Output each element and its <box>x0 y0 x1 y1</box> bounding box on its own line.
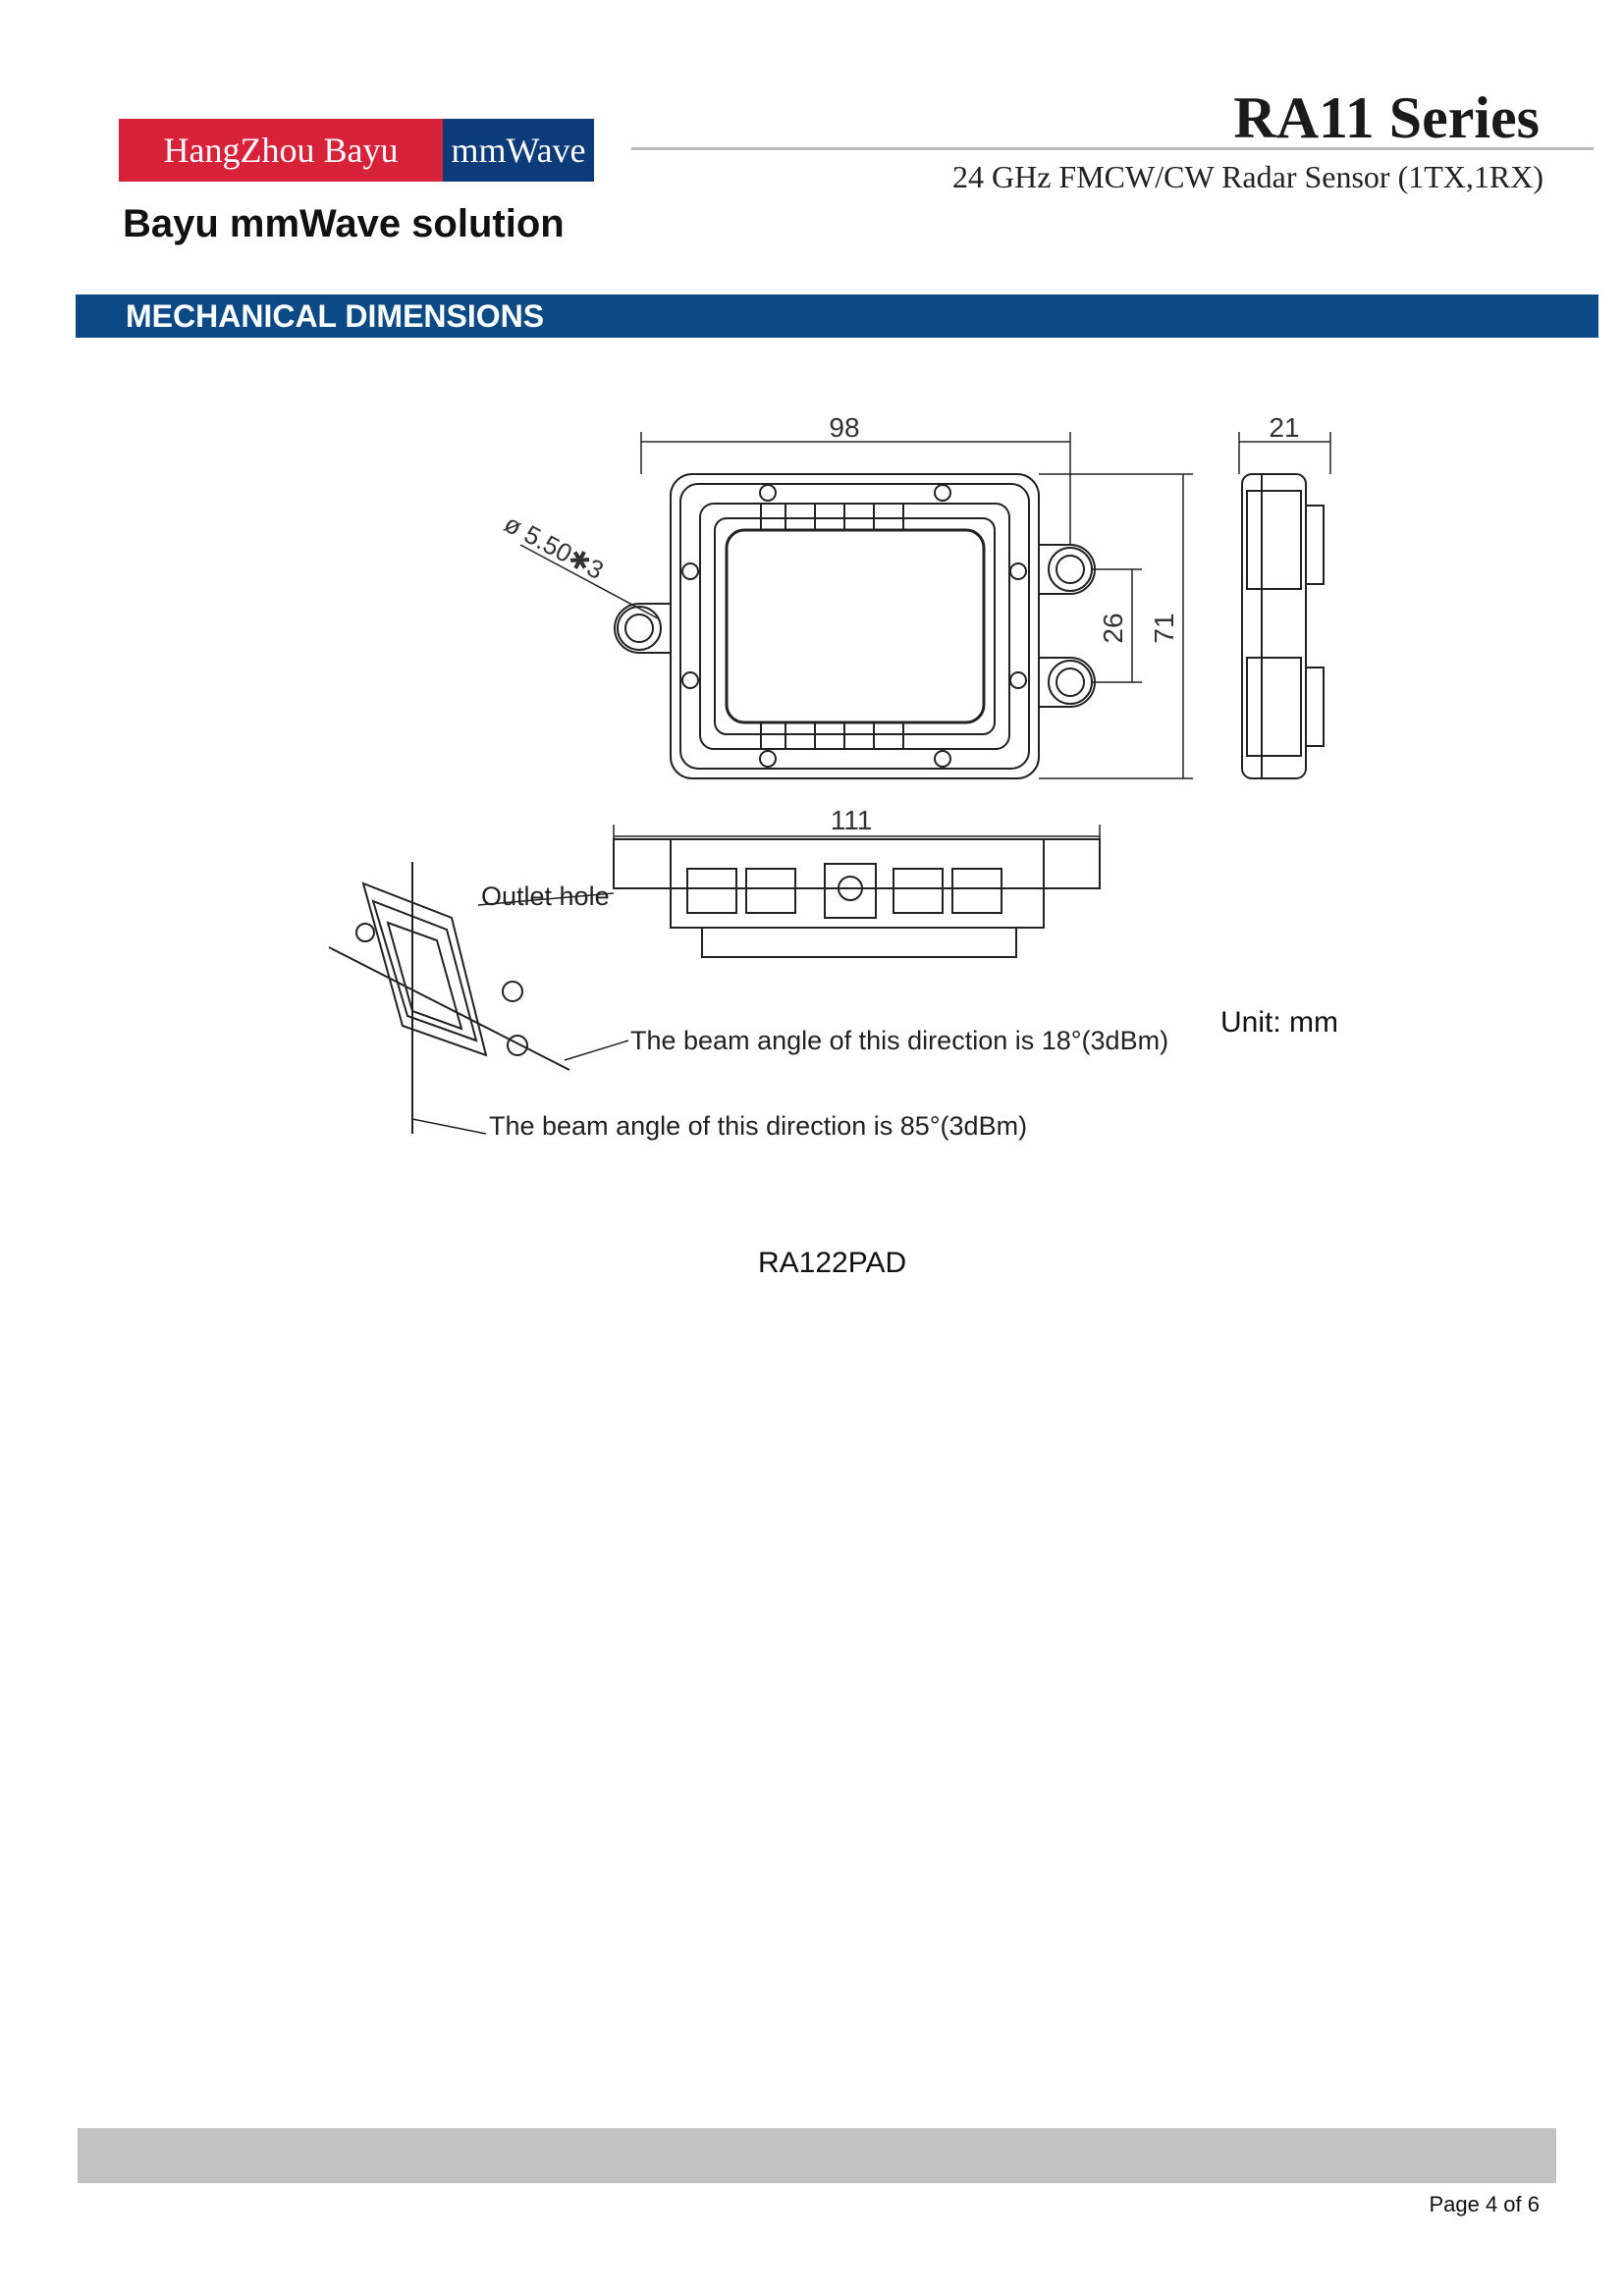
mechanical-drawing: 98 21 71 26 111 ø 5.50✱3 <box>328 412 1331 1135</box>
model-label: RA122PAD <box>758 1247 907 1279</box>
header-divider <box>631 147 1594 150</box>
unit-label: Unit: mm <box>1220 1006 1338 1039</box>
dim-hole-label: ø 5.50✱3 <box>500 508 609 585</box>
logo-left-text: HangZhou Bayu <box>119 119 443 182</box>
beam-85-label: The beam angle of this direction is 85°(… <box>489 1111 1028 1141</box>
dim-hole-spacing-label: 26 <box>1098 613 1128 643</box>
company-logo: HangZhou Bayu mmWave <box>119 119 594 182</box>
section-title: MECHANICAL DIMENSIONS <box>76 294 1598 338</box>
series-subtitle: 24 GHz FMCW/CW Radar Sensor (1TX,1RX) <box>951 159 1543 194</box>
logo-right-text: mmWave <box>443 119 594 182</box>
footer-bar <box>78 2128 1556 2183</box>
bottom-view <box>613 838 1101 958</box>
series-title: RA11 Series <box>1233 85 1540 150</box>
beam-18-label: The beam angle of this direction is 18°(… <box>630 1026 1169 1055</box>
side-view <box>1241 473 1325 779</box>
outlet-hole-label: Outlet hole <box>481 881 610 911</box>
front-view <box>614 473 1096 779</box>
page-number: Page 4 of 6 <box>1429 2192 1540 2216</box>
dimension-lines <box>411 432 1331 1135</box>
tagline: Bayu mmWave solution <box>123 202 565 245</box>
dim-depth-label: 21 <box>1269 412 1299 443</box>
dim-height-label: 71 <box>1149 613 1179 643</box>
isometric-view <box>328 862 570 1134</box>
dim-total-width-label: 111 <box>831 805 873 835</box>
dim-width-label: 98 <box>829 412 859 443</box>
